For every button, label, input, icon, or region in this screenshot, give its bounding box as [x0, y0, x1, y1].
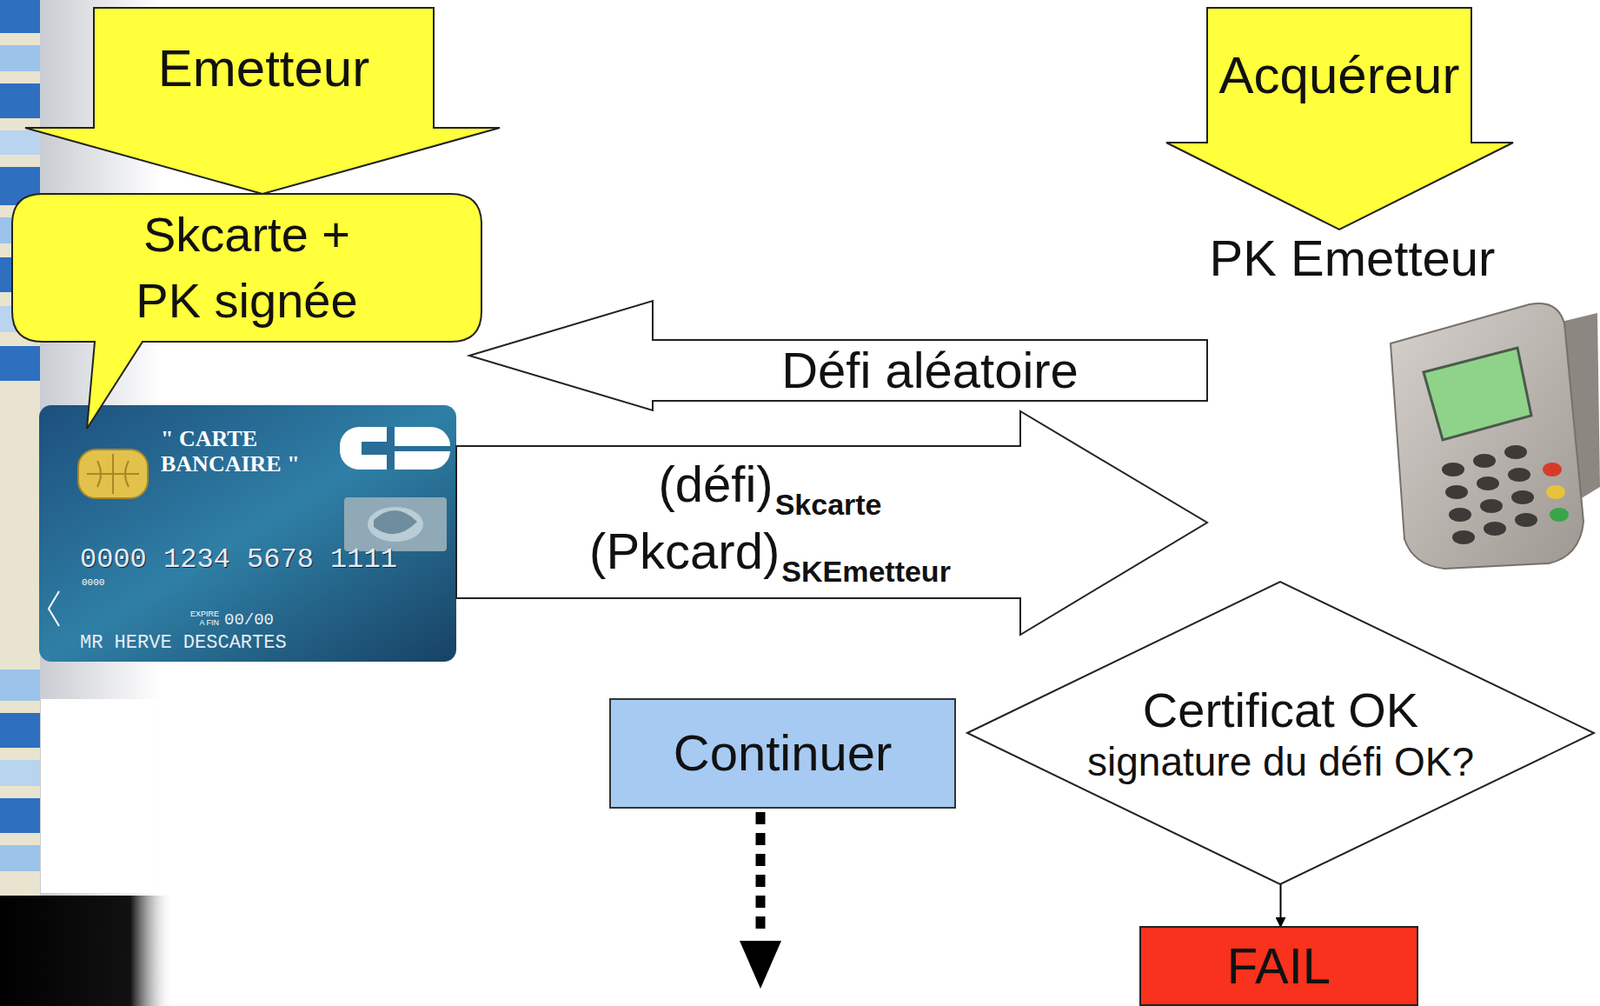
payment-terminal — [1390, 303, 1600, 569]
decision-diamond-content: Certificat OKsignature du défi OK? — [1054, 677, 1508, 791]
text-line: Continuer — [673, 723, 892, 783]
card-expiry-caption: EXPIRE A FIN — [184, 609, 220, 627]
decision-diamond: Certificat OKsignature du défi OK? — [967, 581, 1594, 884]
callout-bubble: Skcarte + PK signée — [12, 193, 482, 429]
callout-bubble-content: Skcarte + PK signée — [12, 193, 482, 342]
fail-box: FAIL — [1139, 925, 1419, 1006]
card-small-number: 0000 — [81, 577, 134, 588]
process-box: Continuer — [609, 697, 957, 809]
card-number: 0000 1234 5678 1111 — [79, 544, 428, 575]
acquirer-arrow-content: Acquéreur — [1207, 7, 1472, 143]
response-arrow-outline — [456, 411, 1208, 635]
text-line: FAIL — [1227, 936, 1331, 996]
node-label: Acquéreur — [1219, 46, 1461, 105]
bank-card — [39, 404, 457, 662]
text-line: signature du défi OK? — [1087, 738, 1474, 785]
process-box-content: Continuer — [609, 697, 957, 809]
text-line: Skcarte + PK signée — [116, 201, 378, 333]
key-label: PK Emetteur — [1199, 227, 1506, 289]
text-line: Acquéreur — [1219, 45, 1461, 106]
acquirer-arrow-outline — [1166, 7, 1514, 230]
fail-box-content: FAIL — [1139, 925, 1419, 1006]
challenge-arrow-content: Défi aléatoire — [652, 339, 1208, 401]
response-arrow-content: (défi)Skcarte(Pkcard)SKEmetteur — [456, 445, 1084, 598]
challenge-arrow: Défi aléatoire — [469, 300, 1208, 411]
node-label: FAIL — [1227, 936, 1331, 994]
node-label: Défi aléatoire — [781, 341, 1079, 399]
issuer-arrow: Emetteur — [25, 7, 500, 194]
issuer-arrow-outline — [25, 7, 500, 194]
node-label: (Pkcard) — [589, 522, 780, 579]
node-label: Certificat OK — [1142, 682, 1419, 737]
acquirer-arrow: Acquéreur — [1166, 7, 1514, 230]
node-label: (défi) — [657, 455, 773, 512]
subscript-label: SKEmetteur — [781, 554, 951, 588]
response-arrow: (défi)Skcarte(Pkcard)SKEmetteur — [456, 411, 1208, 635]
card-brand: " CARTE BANCAIRE " — [160, 425, 313, 477]
node-label: Continuer — [673, 723, 892, 781]
flow-arrow — [1280, 883, 1282, 926]
node-label: Emetteur — [158, 39, 370, 98]
text-line: Défi aléatoire — [781, 341, 1079, 400]
node-label: Skcarte + PK signée — [135, 206, 358, 328]
issuer-arrow-content: Emetteur — [93, 7, 434, 128]
text-line: Emetteur — [158, 38, 370, 99]
text-line: (défi)Skcarte — [657, 455, 882, 522]
dotted-arrow — [739, 811, 782, 989]
card-expiry-date: 00/00 — [224, 610, 294, 630]
text-line: Certificat OK — [1142, 682, 1419, 738]
text-line: (Pkcard)SKEmetteur — [589, 522, 951, 589]
card-holder: MR HERVE DESCARTES — [79, 632, 341, 654]
subscript-label: Skcarte — [775, 487, 883, 521]
node-label: signature du défi OK? — [1087, 738, 1474, 784]
